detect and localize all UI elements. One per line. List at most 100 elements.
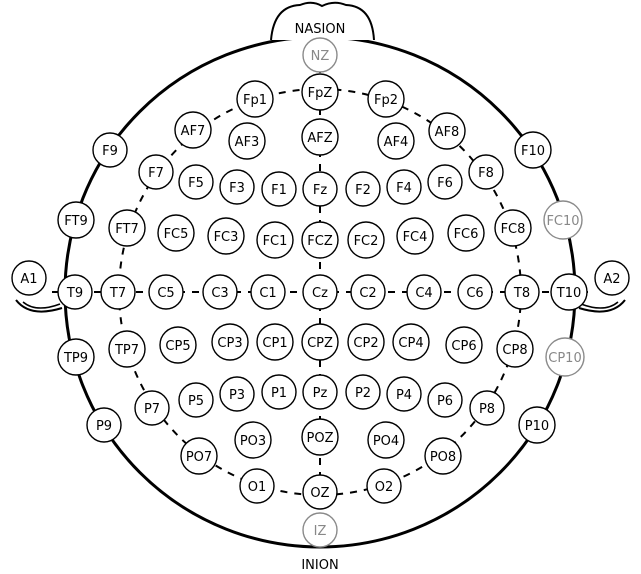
electrode-label: T7	[109, 286, 126, 301]
electrode-circle	[148, 274, 184, 310]
electrode-circle	[545, 337, 585, 377]
electrode-circle	[427, 382, 463, 418]
electrode-p4: P4	[386, 376, 422, 412]
electrode-label: F1	[271, 183, 287, 198]
electrode-label: C5	[157, 286, 174, 301]
electrode-circle	[174, 111, 212, 149]
electrode-af4: AF4	[377, 122, 415, 160]
electrode-t7: T7	[100, 274, 136, 310]
right-ear-inner	[580, 301, 619, 309]
electrode-circle	[261, 171, 297, 207]
electrode-circle	[234, 421, 272, 459]
electrode-p8: P8	[469, 390, 505, 426]
electrode-circle	[202, 274, 238, 310]
electrode-circle	[594, 260, 630, 296]
electrode-circle	[550, 273, 588, 311]
electrode-cz: Cz	[302, 274, 338, 310]
electrode-circle	[406, 274, 442, 310]
electrode-p10: P10	[518, 406, 556, 444]
electrode-label: PO8	[430, 450, 456, 465]
electrode-label: T9	[66, 286, 83, 301]
electrode-circle	[445, 326, 483, 364]
electrode-circle	[86, 407, 122, 443]
electrode-circle	[92, 132, 128, 168]
electrode-label: P9	[96, 419, 112, 434]
electrode-label: P5	[188, 394, 204, 409]
electrode-label: P4	[396, 388, 412, 403]
electrode-cp6: CP6	[445, 326, 483, 364]
electrode-circle	[469, 390, 505, 426]
electrode-circle	[219, 169, 255, 205]
electrode-circle	[301, 221, 339, 259]
electrode-label: CPZ	[307, 336, 333, 351]
electrode-af7: AF7	[174, 111, 212, 149]
electrode-o1: O1	[239, 468, 275, 504]
electrode-afz: AFZ	[301, 118, 339, 156]
electrode-label: Fp1	[243, 93, 267, 108]
electrode-cp10: CP10	[545, 337, 585, 377]
electrode-circle	[178, 164, 214, 200]
electrode-c2: C2	[350, 274, 386, 310]
electrode-circle	[396, 217, 434, 255]
electrode-circle	[350, 274, 386, 310]
electrode-circle	[236, 80, 274, 118]
electrode-nz: NZ	[302, 37, 338, 73]
electrode-circle	[377, 122, 415, 160]
electrode-t8: T8	[504, 274, 540, 310]
electrode-tp7: TP7	[108, 330, 146, 368]
electrode-circle	[57, 338, 95, 376]
electrode-f3: F3	[219, 169, 255, 205]
electrode-label: T8	[513, 286, 530, 301]
electrode-label: AF3	[235, 135, 260, 150]
electrode-circle	[301, 418, 339, 456]
electrode-circle	[219, 376, 255, 412]
electrode-label: CP1	[262, 336, 287, 351]
electrode-circle	[134, 390, 170, 426]
electrode-poz: POZ	[301, 418, 339, 456]
electrode-label: CP2	[353, 336, 378, 351]
electrode-fp1: Fp1	[236, 80, 274, 118]
electrode-circle	[261, 374, 297, 410]
electrode-fc5: FC5	[157, 214, 195, 252]
electrode-label: A1	[20, 272, 37, 287]
electrode-label: P8	[479, 402, 495, 417]
electrode-label: C4	[415, 286, 432, 301]
electrode-circle	[57, 274, 93, 310]
left-ear-inner	[22, 301, 61, 309]
electrode-label: F10	[521, 144, 545, 159]
electrode-a2: A2	[594, 260, 630, 296]
electrode-circle	[302, 474, 338, 510]
electrode-c6: C6	[457, 274, 493, 310]
electrode-label: CP3	[217, 336, 242, 351]
electrode-label: F4	[396, 181, 412, 196]
electrode-label: FC10	[546, 214, 579, 229]
electrode-cp4: CP4	[392, 323, 430, 361]
electrode-label: Cz	[312, 286, 328, 301]
electrode-label: Pz	[313, 386, 328, 401]
electrode-circle	[302, 512, 338, 548]
electrode-tp9: TP9	[57, 338, 95, 376]
electrode-circle	[518, 406, 556, 444]
electrode-label: FC5	[164, 227, 189, 242]
electrode-circle	[239, 468, 275, 504]
electrode-ft7: FT7	[108, 209, 146, 247]
electrode-f1: F1	[261, 171, 297, 207]
electrode-label: OZ	[310, 486, 329, 501]
electrode-label: CP4	[398, 336, 423, 351]
electrode-label: F7	[148, 166, 164, 181]
electrode-iz: IZ	[302, 512, 338, 548]
electrode-circle	[302, 274, 338, 310]
electrode-circle	[157, 214, 195, 252]
electrode-fz: Fz	[302, 171, 338, 207]
electrode-circle	[468, 154, 504, 190]
electrode-t9: T9	[57, 274, 93, 310]
electrode-label: Fz	[313, 183, 327, 198]
electrode-oz: OZ	[302, 474, 338, 510]
electrode-fc8: FC8	[494, 209, 532, 247]
electrode-t10: T10	[550, 273, 588, 311]
electrode-c3: C3	[202, 274, 238, 310]
electrode-af3: AF3	[228, 122, 266, 160]
electrode-label: P3	[229, 388, 245, 403]
electrode-circle	[366, 468, 402, 504]
